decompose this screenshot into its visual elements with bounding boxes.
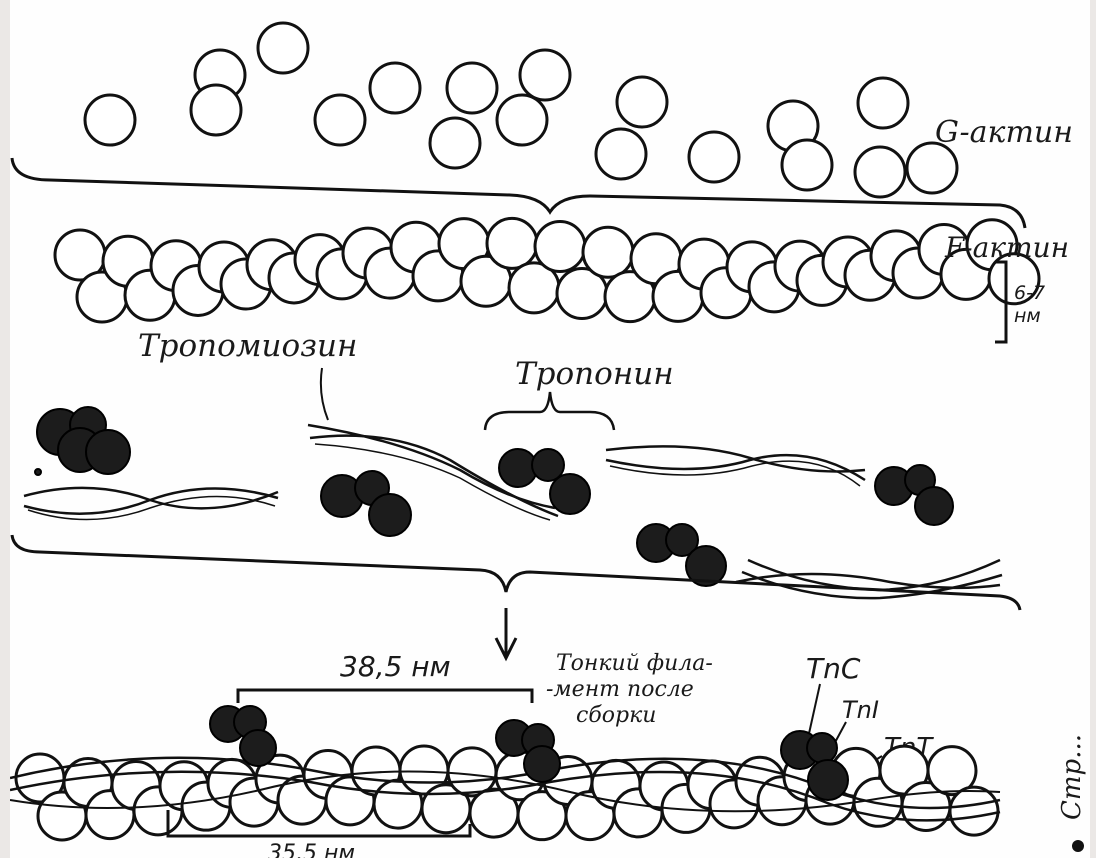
g-actin-monomer bbox=[191, 85, 241, 135]
pitch-top-label: 38,5 нм bbox=[340, 650, 451, 683]
troponin-subunit bbox=[240, 730, 276, 766]
diagram-sheet: G-актин F-актин 6-7 нм Тропомиозин Тропо… bbox=[10, 0, 1090, 858]
tni-label: TnI bbox=[842, 696, 879, 724]
troponin-subunit bbox=[524, 746, 560, 782]
g-actin-monomer bbox=[85, 95, 135, 145]
g-actin-monomer bbox=[689, 132, 739, 182]
tnc-label: TnC bbox=[806, 652, 861, 685]
troponin-label: Тропонин bbox=[515, 356, 674, 392]
g-actin-monomer bbox=[258, 23, 308, 73]
g-actin-monomer bbox=[520, 50, 570, 100]
tropomyosin-pointer bbox=[321, 368, 328, 420]
thin-filament-label-1: Тонкий фила- bbox=[556, 651, 713, 676]
f-actin-monomer bbox=[535, 222, 585, 272]
troponin-subunit bbox=[86, 430, 130, 474]
pitch-bottom-label: 35,5 нм bbox=[268, 841, 355, 858]
g-actin-monomer bbox=[855, 147, 905, 197]
tropomyosin-label: Тропомиозин bbox=[138, 328, 357, 364]
g-actin-monomer bbox=[907, 143, 957, 193]
thin-filament-label-2: -мент после bbox=[546, 677, 694, 702]
troponin-subunit bbox=[550, 474, 590, 514]
pitch-top-bracket bbox=[238, 690, 532, 703]
assembled-actin-filament bbox=[16, 746, 998, 840]
g-actin-label: G-актин bbox=[935, 115, 1073, 150]
side-label: Стр... bbox=[1057, 734, 1087, 820]
actin-monomer bbox=[950, 787, 998, 835]
f-actin-monomer bbox=[487, 218, 537, 268]
g-actin-monomers bbox=[85, 23, 957, 197]
g-actin-monomer bbox=[315, 95, 365, 145]
f-actin-filament bbox=[55, 218, 1039, 322]
margin-dot bbox=[1072, 840, 1084, 852]
troponin-dot bbox=[35, 469, 41, 475]
g-actin-monomer bbox=[497, 95, 547, 145]
thin-filament-label-3: сборки bbox=[576, 703, 656, 728]
thin-filament-diagram: G-актин F-актин 6-7 нм Тропомиозин Тропо… bbox=[10, 0, 1090, 858]
g-actin-monomer bbox=[430, 118, 480, 168]
f-actin-monomer bbox=[583, 227, 633, 277]
f-actin-label: F-актин bbox=[944, 231, 1069, 264]
troponin-subunit bbox=[915, 487, 953, 525]
g-actin-monomer bbox=[596, 129, 646, 179]
g-actin-monomer bbox=[858, 78, 908, 128]
g-actin-monomer bbox=[617, 77, 667, 127]
troponin-subunit bbox=[369, 494, 411, 536]
g-actin-monomer bbox=[782, 140, 832, 190]
g-actin-monomer bbox=[447, 63, 497, 113]
diameter-unit-label: нм bbox=[1014, 305, 1041, 327]
g-actin-monomer bbox=[370, 63, 420, 113]
troponin-subunit bbox=[807, 733, 837, 763]
troponin-brace bbox=[485, 392, 614, 430]
troponin-subunit bbox=[808, 760, 848, 800]
diameter-value-label: 6-7 bbox=[1014, 282, 1045, 304]
assembly-arrow bbox=[496, 608, 516, 658]
